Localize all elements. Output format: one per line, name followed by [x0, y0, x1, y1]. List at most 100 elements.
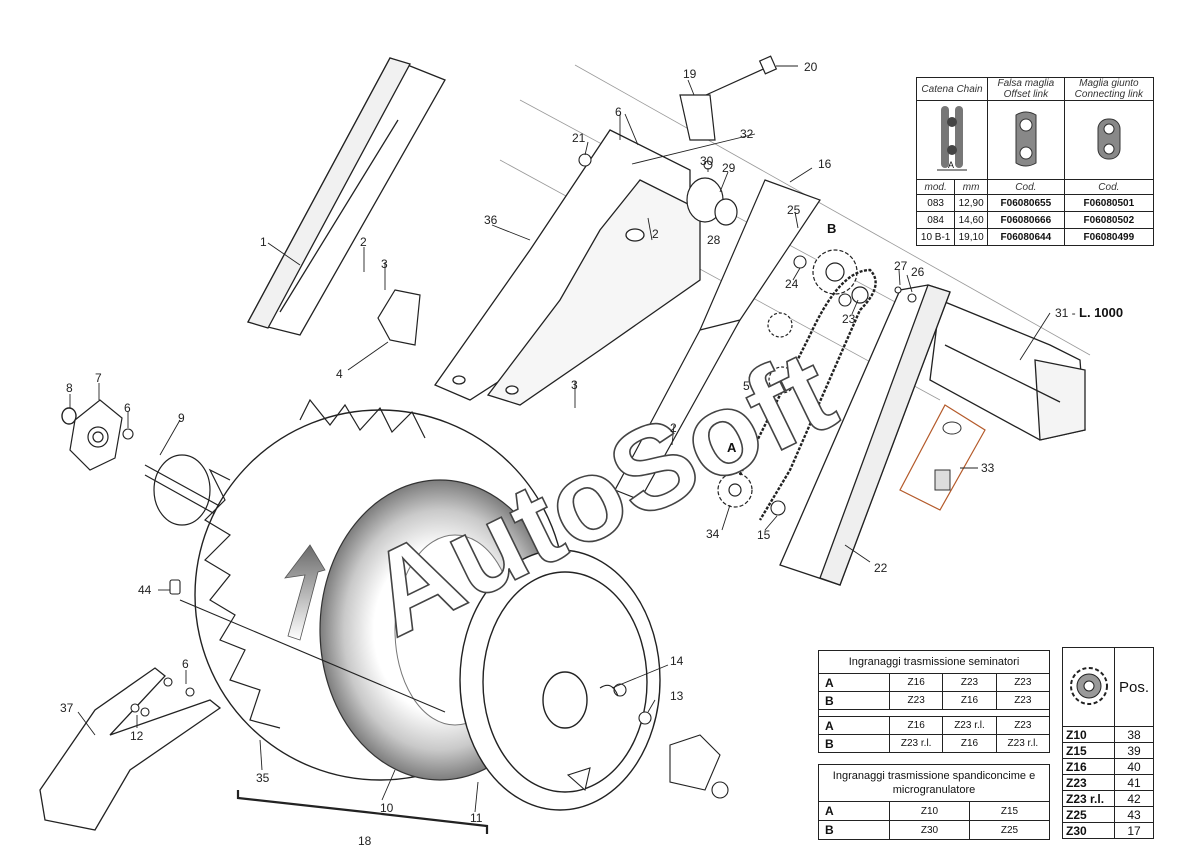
table-row: B Z23 r.l. Z16 Z23 r.l. [818, 734, 1051, 753]
label-part-32: 32 [740, 127, 754, 141]
tooth-count-cell: Z25 [1062, 806, 1115, 823]
mod-cell: 084 [915, 211, 956, 229]
assembly-bracket-part-18 [236, 790, 489, 834]
table-row: 10 B-1 19,10 F06080644 F06080499 [915, 228, 1155, 246]
gear-key-cell: A [818, 673, 890, 692]
main-arm-part-36 [434, 129, 701, 406]
connect-code-cell: F06080499 [1063, 228, 1155, 246]
bearing-part-28 [686, 177, 738, 226]
gear-cell: Z16 [942, 691, 997, 710]
gear-cell: Z23 [942, 673, 997, 692]
gear-cell: Z16 [888, 673, 944, 692]
rim-part-11 [459, 549, 661, 811]
label-sprocket-a: A [727, 440, 737, 455]
table-row: Z15 39 [1062, 742, 1154, 759]
hub-part-7 [69, 399, 123, 471]
mm-cell: 19,10 [954, 228, 988, 246]
label-sprocket-b: B [827, 221, 836, 236]
chain-header: Catena Chain [916, 77, 988, 101]
label-part-12: 12 [130, 729, 144, 743]
sprocket-b [812, 249, 858, 295]
label-part-29: 29 [722, 161, 736, 175]
label-part-31-length: L. 1000 [1079, 305, 1123, 320]
label-part-6-c: 6 [182, 657, 189, 671]
label-part-19: 19 [683, 67, 697, 81]
gear-cell: Z16 [942, 734, 997, 753]
chain-dimension-label: A [948, 160, 954, 170]
mod-subheader: mod. [915, 179, 956, 195]
gear-cell: Z23 [995, 691, 1051, 710]
plate-part-1 [247, 57, 446, 336]
fert-table-title: Ingranaggi trasmissione spandiconcime e … [818, 764, 1050, 802]
offset-link-header: Falsa maglia Offset link [987, 77, 1065, 101]
position-cell: 42 [1114, 790, 1154, 807]
sprocket-icon [1069, 666, 1108, 705]
label-part-24: 24 [785, 277, 799, 291]
gear-cell: Z23 [888, 691, 944, 710]
offset-link-icon [1015, 111, 1037, 166]
mm-subheader: mm [954, 179, 988, 195]
label-part-1: 1 [260, 235, 267, 249]
table-row: B Z23 Z16 Z23 [818, 691, 1051, 710]
square-beam-part-31 [929, 299, 1086, 441]
rotation-arrow-icon [284, 544, 326, 641]
gear-cell: Z23 r.l. [942, 716, 997, 735]
spacer-cell [818, 709, 1050, 717]
tooth-count-cell: Z30 [1062, 822, 1115, 839]
connector-kit-part-33 [899, 404, 986, 511]
code-subheader-offset: Cod. [987, 179, 1065, 195]
connect-code-cell: F06080501 [1063, 194, 1155, 212]
table-row: Z23 41 [1062, 774, 1154, 791]
label-part-4: 4 [336, 367, 343, 381]
connecting-link-icon [1097, 118, 1121, 159]
label-part-6-a: 6 [615, 105, 622, 119]
table-row: A Z10 Z15 [818, 801, 1051, 821]
table-row: Z23 r.l. 42 [1062, 790, 1154, 807]
chain [738, 268, 877, 521]
position-cell: 41 [1114, 774, 1154, 791]
label-part-23: 23 [842, 312, 856, 326]
label-part-35: 35 [256, 771, 270, 785]
label-part-3-b: 3 [571, 378, 578, 392]
label-part-37: 37 [60, 701, 74, 715]
position-cell: 39 [1114, 742, 1154, 759]
label-part-26: 26 [911, 265, 925, 279]
label-part-18: 18 [358, 834, 372, 848]
table-row: B Z30 Z25 [818, 820, 1051, 840]
label-part-7: 7 [95, 371, 102, 385]
label-part-15: 15 [757, 528, 771, 542]
label-part-11: 11 [470, 811, 483, 825]
tooth-count-cell: Z15 [1062, 742, 1115, 759]
label-part-8: 8 [66, 381, 73, 395]
gear-key-cell: A [818, 801, 890, 821]
support-part-37 [39, 667, 222, 831]
mm-cell: 12,90 [954, 194, 988, 212]
gear-key-cell: B [818, 734, 890, 753]
label-part-28: 28 [707, 233, 721, 247]
leader-lines [69, 65, 1051, 813]
seed-table-title: Ingranaggi trasmissione seminatori [818, 650, 1050, 674]
label-part-10: 10 [380, 801, 394, 815]
label-part-5: 5 [743, 379, 750, 393]
sprocket-position-table: Pos. Z10 38 Z15 39 Z16 40 Z23 41 Z23 r.l… [1062, 647, 1154, 839]
table-row: 084 14,60 F06080666 F06080502 [915, 211, 1155, 229]
table-row: Z30 17 [1062, 822, 1154, 839]
gear-cell: Z23 [995, 716, 1051, 735]
table-row: A Z16 Z23 r.l. Z23 [818, 716, 1051, 735]
gear-key-cell: A [818, 716, 890, 735]
mod-cell: 10 B-1 [915, 228, 956, 246]
tooth-count-cell: Z16 [1062, 758, 1115, 775]
table-row: 083 12,90 F06080655 F06080501 [915, 194, 1155, 212]
gear-key-cell: B [818, 691, 890, 710]
connect-code-cell: F06080502 [1063, 211, 1155, 229]
label-part-6-b: 6 [124, 401, 131, 415]
mm-cell: 14,60 [954, 211, 988, 229]
table-row: Z25 43 [1062, 806, 1154, 823]
small-hardware [122, 153, 917, 799]
table-row: Z10 38 [1062, 726, 1154, 743]
label-part-14: 14 [670, 654, 684, 668]
gear-cell: Z15 [968, 801, 1051, 821]
mod-cell: 083 [915, 194, 956, 212]
label-part-30: 30 [700, 154, 714, 168]
